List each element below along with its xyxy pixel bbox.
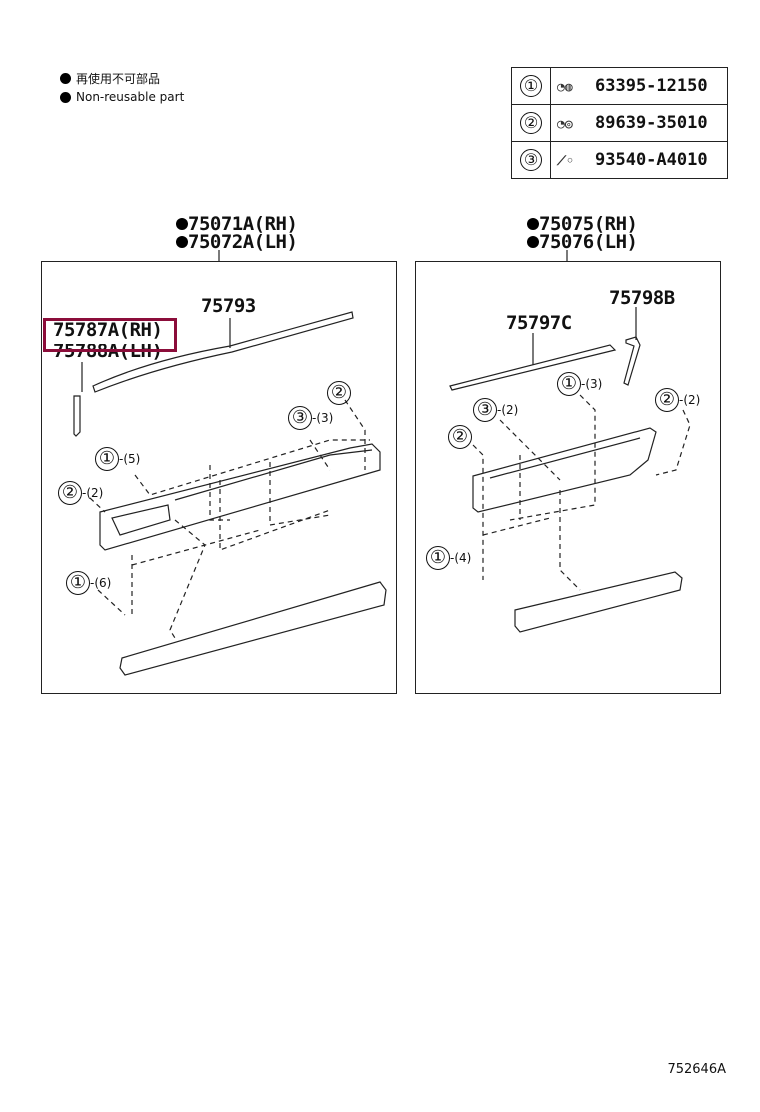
bullet-icon	[176, 218, 188, 230]
callout: ① -(5)	[95, 447, 140, 471]
legend-non-reusable-en: Non-reusable part	[60, 90, 184, 104]
quantity: -(6)	[90, 576, 112, 590]
callout: ② -(2)	[58, 481, 103, 505]
part-number-rh[interactable]: 75075(RH)	[539, 213, 638, 235]
bullet-icon	[176, 236, 188, 248]
part-label-molding[interactable]: 75793	[201, 295, 256, 317]
right-assembly-header: 75075(RH) 75076(LH)	[527, 213, 638, 253]
callout: ① -(6)	[66, 571, 111, 595]
part-number-rh[interactable]: 75071A(RH)	[188, 213, 298, 235]
ref-number: ③	[520, 149, 542, 171]
fastener-table: ① ◔◍ 63395-12150 ② ◔◎ 89639-35010 ③ ⟋◦ 9354…	[511, 67, 728, 179]
quantity: -(4)	[450, 551, 472, 565]
ref-number: ①	[66, 571, 90, 595]
part-label-bracket[interactable]: 75798B	[609, 287, 675, 309]
selected-part-highlight	[43, 318, 177, 352]
callout: ③ -(3)	[288, 406, 333, 430]
part-number[interactable]: 89639-35010	[595, 113, 708, 133]
part-label-lh[interactable]: 75788A(LH)	[53, 340, 163, 362]
clip-icon: ◔◍	[557, 80, 573, 95]
ref-number: ②	[655, 388, 679, 412]
left-assembly-header: 75071A(RH) 75072A(LH)	[176, 213, 298, 253]
table-row: ③ ⟋◦ 93540-A4010	[511, 141, 728, 179]
ref-number: ③	[473, 398, 497, 422]
callout: ① -(3)	[557, 372, 602, 396]
callout: ② -(2)	[655, 388, 700, 412]
bullet-icon	[60, 91, 71, 103]
legend-text-jp: 再使用不可部品	[76, 72, 161, 86]
bullet-icon	[527, 236, 539, 248]
part-label-molding[interactable]: 75797C	[506, 312, 572, 334]
quantity: -(2)	[679, 393, 701, 407]
ref-number: ②	[58, 481, 82, 505]
ref-number: ②	[327, 381, 351, 405]
ref-number: ①	[557, 372, 581, 396]
callout: ②	[327, 381, 351, 405]
callout: ②	[448, 425, 472, 449]
ref-number: ①	[426, 546, 450, 570]
ref-number: ②	[448, 425, 472, 449]
quantity: -(2)	[497, 403, 519, 417]
legend-text-en: Non-reusable part	[76, 90, 185, 104]
quantity: -(3)	[581, 377, 603, 391]
ref-number: ①	[520, 75, 542, 97]
right-assembly-panel	[415, 261, 721, 694]
left-assembly-panel	[41, 261, 397, 694]
part-number[interactable]: 63395-12150	[595, 76, 708, 96]
ref-number: ①	[95, 447, 119, 471]
quantity: -(5)	[119, 452, 141, 466]
screw-icon: ⟋◦	[557, 154, 574, 169]
illustration-code: 752646A	[667, 1062, 726, 1077]
callout: ③ -(2)	[473, 398, 518, 422]
part-label-rh[interactable]: 75787A(RH)	[53, 319, 163, 341]
part-number-lh[interactable]: 75072A(LH)	[188, 231, 298, 253]
legend-non-reusable-jp: 再使用不可部品	[60, 70, 160, 87]
bullet-icon	[527, 218, 539, 230]
table-row: ② ◔◎ 89639-35010	[511, 104, 728, 142]
callout: ① -(4)	[426, 546, 471, 570]
ref-number: ③	[288, 406, 312, 430]
part-number[interactable]: 93540-A4010	[595, 150, 708, 170]
ref-number: ②	[520, 112, 542, 134]
clip-icon: ◔◎	[557, 117, 573, 132]
part-number-lh[interactable]: 75076(LH)	[539, 231, 638, 253]
quantity: -(2)	[82, 486, 104, 500]
bullet-icon	[60, 73, 71, 84]
quantity: -(3)	[312, 411, 334, 425]
